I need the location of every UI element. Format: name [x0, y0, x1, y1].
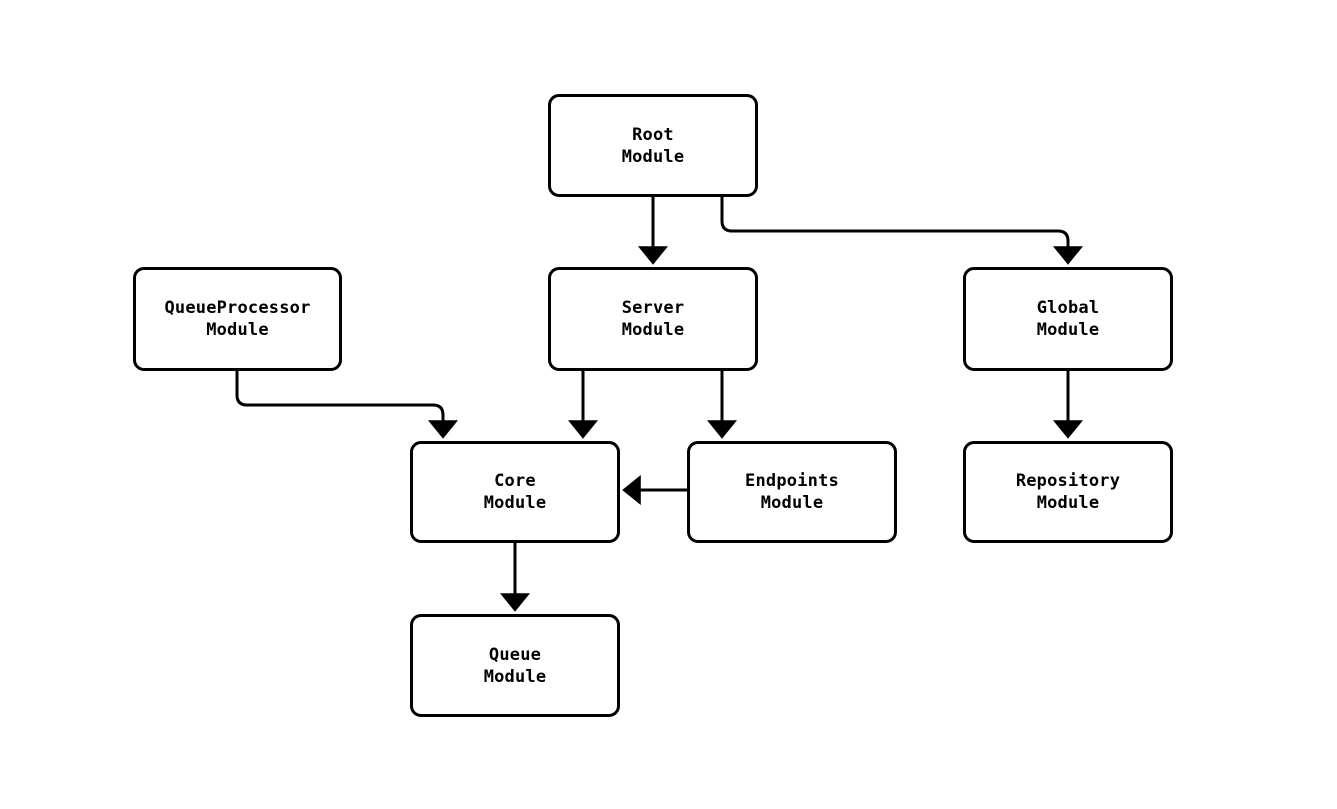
edge-queueprocessor-core — [235, 371, 458, 439]
node-repository-label: Repository Module — [1015, 471, 1121, 513]
node-server[interactable]: Server Module — [548, 267, 758, 371]
node-server-label: Server Module — [621, 298, 685, 340]
node-root-label: Root Module — [621, 124, 685, 167]
node-queueprocessor[interactable]: QueueProcessor Module — [133, 267, 342, 371]
node-core-label: Core Module — [483, 471, 547, 513]
node-queue-label: Queue Module — [483, 644, 547, 687]
node-global[interactable]: Global Module — [963, 267, 1173, 371]
edge-root-global — [720, 197, 1083, 265]
node-queueprocessor-label: QueueProcessor Module — [164, 298, 311, 340]
node-root[interactable]: Root Module — [548, 94, 758, 197]
node-endpoints-label: Endpoints Module — [745, 471, 839, 513]
node-endpoints[interactable]: Endpoints Module — [687, 441, 897, 543]
node-core[interactable]: Core Module — [410, 441, 620, 543]
node-queue[interactable]: Queue Module — [410, 614, 620, 717]
node-global-label: Global Module — [1036, 298, 1100, 340]
node-repository[interactable]: Repository Module — [963, 441, 1173, 543]
